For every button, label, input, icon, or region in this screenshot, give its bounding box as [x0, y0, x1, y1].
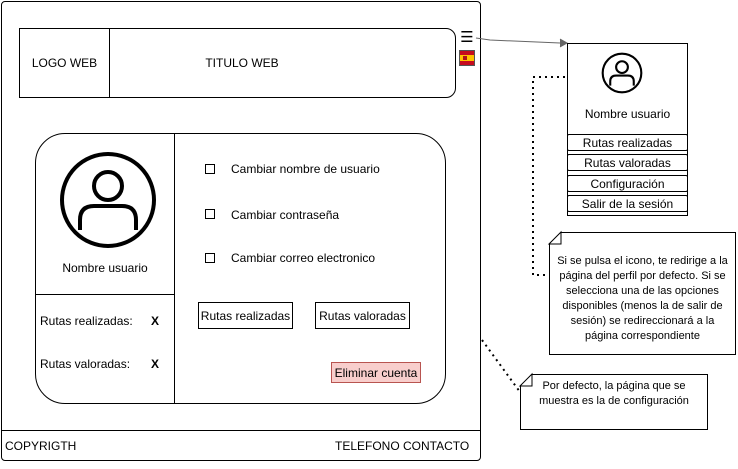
routes-rated-button[interactable]: Rutas valoradas: [315, 302, 410, 329]
default-note-connector: [481, 339, 521, 393]
dropdown-avatar-icon: [601, 52, 643, 94]
option-change-username[interactable]: Cambiar nombre de usuario: [231, 162, 380, 176]
dropdown-item-settings[interactable]: Configuración: [567, 175, 688, 192]
checkbox-change-password[interactable]: [205, 209, 215, 219]
site-title: TITULO WEB: [205, 56, 279, 70]
delete-account-button[interactable]: Eliminar cuenta: [331, 362, 421, 383]
menu-annotation-note: Si se pulsa el icono, te redirige a la p…: [549, 232, 736, 355]
dropdown-item-logout[interactable]: Salir de la sesión: [567, 195, 688, 212]
spanish-flag-icon[interactable]: [459, 50, 475, 66]
menu-annotation-text: Si se pulsa el icono, te redirige a la p…: [557, 255, 728, 342]
user-avatar-icon: [60, 152, 156, 248]
option-change-email[interactable]: Cambiar correo electronico: [231, 251, 376, 265]
footer-contact: TELEFONO CONTACTO: [335, 439, 470, 453]
dropdown-item-routes-done[interactable]: Rutas realizadas: [567, 134, 688, 151]
stat-routes-rated-value: X: [151, 357, 160, 371]
menu-note-fold: [547, 230, 562, 245]
footer-copyright: COPYRIGTH: [5, 439, 77, 453]
dropdown-menu: [567, 43, 688, 216]
page-frame: [1, 1, 481, 461]
default-note-fold: [518, 372, 533, 387]
dropdown-item-routes-rated[interactable]: Rutas valoradas: [567, 154, 688, 171]
option-change-password[interactable]: Cambiar contraseña: [231, 208, 340, 222]
checkbox-change-username[interactable]: [205, 164, 215, 174]
routes-done-button[interactable]: Rutas realizadas: [198, 302, 293, 329]
footer-divider: [2, 430, 480, 431]
checkbox-change-email[interactable]: [205, 253, 215, 263]
stat-routes-rated-label: Rutas valoradas:: [40, 357, 131, 371]
profile-panel: [35, 133, 446, 404]
stat-routes-done-label: Rutas realizadas:: [40, 314, 133, 328]
stat-routes-done-value: X: [151, 314, 160, 328]
default-annotation-note: Por defecto, la página que se muestra es…: [520, 374, 708, 430]
profile-username: Nombre usuario: [62, 261, 148, 275]
menu-arrow-head: [559, 38, 569, 48]
dropdown-username: Nombre usuario: [584, 107, 671, 121]
default-annotation-text: Por defecto, la página que se muestra es…: [539, 380, 689, 407]
panel-divider-vertical: [174, 133, 175, 404]
panel-divider-horizontal: [36, 294, 174, 295]
hamburger-menu-icon[interactable]: ☰: [460, 29, 474, 46]
site-logo[interactable]: LOGO WEB: [19, 28, 110, 98]
menu-arrow-line: [475, 37, 561, 44]
